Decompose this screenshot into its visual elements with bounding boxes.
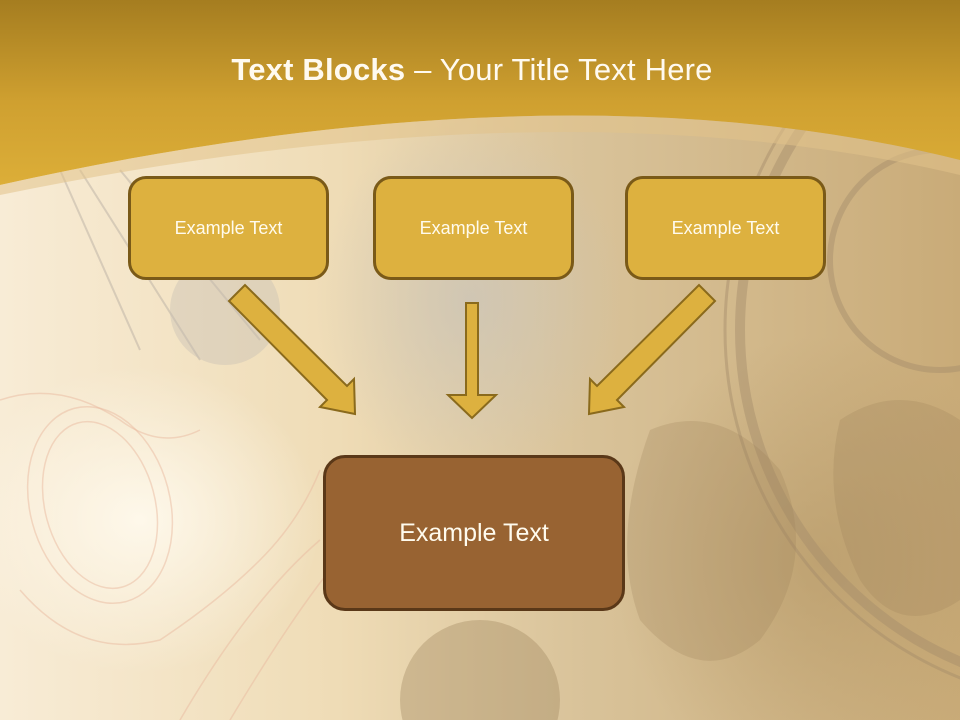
title-separator: – xyxy=(405,52,440,87)
summary-block-label: Example Text xyxy=(399,518,549,547)
text-block-label: Example Text xyxy=(174,217,283,238)
arrow-down-icon xyxy=(445,302,499,420)
header-band xyxy=(0,0,960,195)
arrow-down-left-icon xyxy=(587,283,717,416)
text-block-label: Example Text xyxy=(671,217,780,238)
text-block-1[interactable]: Example Text xyxy=(128,176,329,280)
slide-title: Text Blocks – Your Title Text Here xyxy=(0,52,944,88)
summary-block[interactable]: Example Text xyxy=(323,455,625,611)
arrow-down-right-icon xyxy=(227,283,357,416)
text-block-2[interactable]: Example Text xyxy=(373,176,574,280)
title-rest: Your Title Text Here xyxy=(439,52,713,87)
text-block-label: Example Text xyxy=(419,217,528,238)
title-bold: Text Blocks xyxy=(231,52,406,87)
text-block-3[interactable]: Example Text xyxy=(625,176,826,280)
